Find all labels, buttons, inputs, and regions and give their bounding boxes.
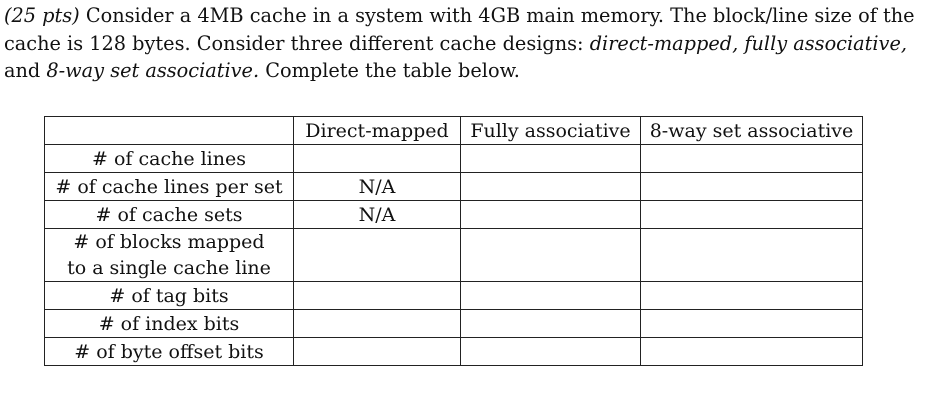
problem-statement: (25 pts) Consider a 4MB cache in a syste… <box>4 2 929 85</box>
cell-cache-sets-direct-mapped: N/A <box>293 200 461 229</box>
table-row-index-bits: # of index bits <box>44 309 863 338</box>
cell-cache-sets-fully-associative[interactable] <box>460 200 641 229</box>
row-label-blocks-mapped-line1: # of blocks mapped <box>73 231 265 253</box>
cell-cache-sets-set-associative[interactable] <box>640 200 863 229</box>
column-header-fully-associative: Fully associative <box>460 116 641 145</box>
row-label-tag-bits: # of tag bits <box>44 281 294 310</box>
row-label-cache-lines: # of cache lines <box>44 144 294 173</box>
cell-offset-bits-direct-mapped[interactable] <box>293 337 461 366</box>
cell-blocks-mapped-fully-associative[interactable] <box>460 228 641 282</box>
table-row-byte-offset-bits: # of byte offset bits <box>44 337 863 366</box>
table-corner-cell <box>44 116 294 145</box>
cell-tag-bits-set-associative[interactable] <box>640 281 863 310</box>
design-direct-mapped: direct-mapped, <box>589 31 739 55</box>
cache-design-table: Direct-mapped Fully associative 8-way se… <box>44 116 863 366</box>
table-row-tag-bits: # of tag bits <box>44 281 863 310</box>
cell-lines-per-set-set-associative[interactable] <box>640 172 863 201</box>
cell-blocks-mapped-set-associative[interactable] <box>640 228 863 282</box>
row-label-blocks-mapped: # of blocks mapped to a single cache line <box>44 228 294 282</box>
table-row-cache-lines: # of cache lines <box>44 144 863 173</box>
cell-offset-bits-fully-associative[interactable] <box>460 337 641 366</box>
cell-cache-lines-fully-associative[interactable] <box>460 144 641 173</box>
cell-tag-bits-direct-mapped[interactable] <box>293 281 461 310</box>
cell-tag-bits-fully-associative[interactable] <box>460 281 641 310</box>
design-set-associative: 8-way set associative. <box>46 59 260 82</box>
problem-text-part2: Complete the table below. <box>259 59 520 82</box>
table-row-cache-lines-per-set: # of cache lines per set N/A <box>44 172 863 201</box>
row-label-cache-sets: # of cache sets <box>44 200 294 229</box>
column-header-8-way-set-associative: 8-way set associative <box>640 116 863 145</box>
points-label: (25 pts) <box>4 4 80 27</box>
row-label-byte-offset-bits: # of byte offset bits <box>44 337 294 366</box>
row-label-index-bits: # of index bits <box>44 309 294 338</box>
cell-blocks-mapped-direct-mapped[interactable] <box>293 228 461 282</box>
cell-index-bits-fully-associative[interactable] <box>460 309 641 338</box>
cell-lines-per-set-direct-mapped: N/A <box>293 172 461 201</box>
table-header-row: Direct-mapped Fully associative 8-way se… <box>44 116 863 145</box>
cell-index-bits-direct-mapped[interactable] <box>293 309 461 338</box>
table-row-blocks-mapped: # of blocks mapped to a single cache line <box>44 228 863 282</box>
table-row-cache-sets: # of cache sets N/A <box>44 200 863 229</box>
row-label-blocks-mapped-line2: to a single cache line <box>67 257 271 279</box>
cell-cache-lines-direct-mapped[interactable] <box>293 144 461 173</box>
cell-lines-per-set-fully-associative[interactable] <box>460 172 641 201</box>
cell-index-bits-set-associative[interactable] <box>640 309 863 338</box>
problem-separator-2: and <box>4 59 47 82</box>
problem-text-part1: Consider a 4MB cache in a system with 4G… <box>4 4 915 55</box>
cell-cache-lines-set-associative[interactable] <box>640 144 863 173</box>
column-header-direct-mapped: Direct-mapped <box>293 116 461 145</box>
cell-offset-bits-set-associative[interactable] <box>640 337 863 366</box>
design-fully-associative: fully associative, <box>744 31 907 55</box>
row-label-cache-lines-per-set: # of cache lines per set <box>44 172 294 201</box>
